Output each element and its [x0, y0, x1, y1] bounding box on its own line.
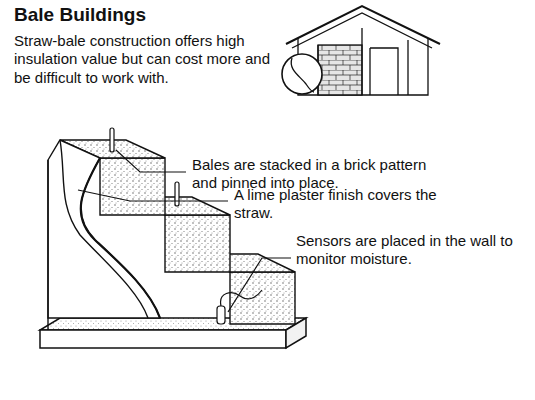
plaster-face — [48, 140, 160, 318]
bale-front — [230, 272, 295, 324]
lime-plaster — [48, 140, 160, 330]
leader-line — [228, 258, 291, 312]
leader-line — [116, 150, 186, 172]
callout-text: A lime plaster finish covers the straw. — [234, 186, 464, 223]
house-icon — [282, 6, 440, 95]
leader-line — [78, 190, 228, 201]
moisture-sensor — [217, 290, 262, 324]
bale-front — [100, 158, 165, 215]
frame-line — [318, 28, 408, 95]
bale-front — [165, 215, 230, 272]
callout-text: Sensors are placed in the wall to monito… — [296, 232, 528, 269]
intro-text: Straw-bale construction offers high insu… — [14, 32, 279, 87]
bale-pins — [110, 128, 179, 206]
roof-line — [286, 6, 440, 44]
pin — [110, 128, 114, 152]
plaster-edge — [81, 158, 160, 318]
wall-edge — [47, 160, 48, 330]
sensor-body — [217, 306, 225, 324]
pin — [175, 182, 179, 206]
slab-front — [40, 330, 286, 348]
magnifier-circle — [282, 54, 322, 94]
sensor-wire — [221, 290, 262, 306]
plaster-curve — [291, 58, 314, 92]
title: Bale Buildings — [14, 3, 146, 26]
bale-grid — [318, 45, 362, 95]
